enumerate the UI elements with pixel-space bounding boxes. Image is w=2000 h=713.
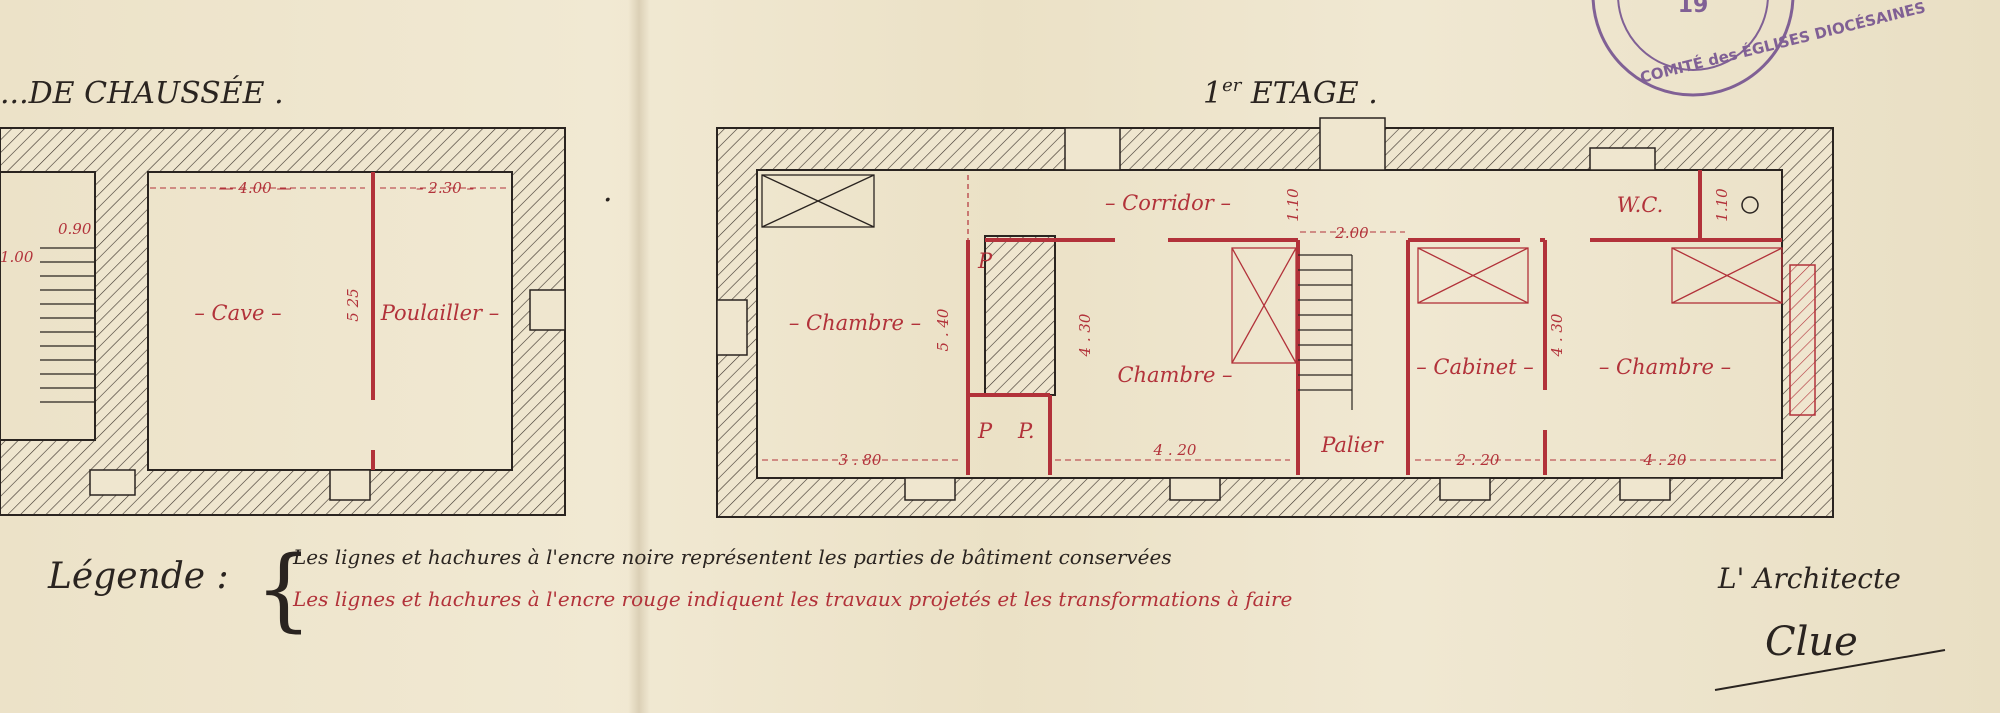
dim-110a: 1.10 [1284, 188, 1302, 222]
room-chambre-mid-label: Chambre – [1117, 363, 1232, 387]
first-window-top-2 [1319, 117, 1386, 171]
ground-dim-width-2: – 2.30 – [416, 179, 474, 197]
ground-staircase [40, 247, 96, 420]
legend-line-black: Les lignes et hachures à l'encre noire r… [292, 545, 1172, 569]
room-wc-label: W.C. [1617, 193, 1664, 217]
wc-fixture [1741, 196, 1759, 214]
dim-430a: 4 . 30 [1076, 313, 1094, 357]
legend-line-red: Les lignes et hachures à l'encre rouge i… [292, 587, 1292, 611]
cupboard-cabinet [1417, 247, 1529, 304]
dim-380: 3 . 80 [839, 451, 882, 469]
legend-brace: { [255, 537, 312, 642]
dim-220: 2 . 20 [1456, 451, 1500, 469]
ground-floor-walls [0, 127, 566, 516]
cupboard-right [1671, 247, 1783, 304]
dim-430b: 4 . 30 [1548, 313, 1566, 357]
room-cabinet-label: – Cabinet – [1416, 355, 1534, 379]
room-p1-label: P [977, 249, 993, 273]
ground-dim-stair-2: 1.00 [0, 248, 34, 266]
first-floor-walls [716, 127, 1834, 518]
signature-name: Clue [1765, 619, 1858, 665]
dot-mark: · [603, 183, 613, 218]
dim-110b: 1.10 [1713, 188, 1731, 222]
first-window-top-1 [1064, 127, 1121, 171]
room-poulailler-label: Poulailler – [380, 301, 499, 325]
dim-540: 5 . 40 [934, 308, 952, 351]
first-floor-title: 1er ETAGE . [1203, 75, 1378, 111]
architect-signature: L' Architecte Clue [1714, 562, 1946, 691]
red-partitions [966, 170, 1782, 475]
room-cave-label: – Cave – [194, 301, 281, 325]
committee-stamp: 19 COMITÉ des ÉGLISES DIOCÉSAINES [1591, 0, 1927, 97]
ground-window-bottom-2 [329, 469, 371, 501]
room-p2-label: P [977, 419, 993, 443]
ground-window-bottom-1 [89, 469, 136, 496]
dim-420a: 4 . 20 [1153, 441, 1197, 459]
ground-dim-width-1: — 4.00 — [219, 179, 292, 197]
first-window-top-3 [1589, 147, 1656, 171]
legend-label: Légende : [47, 556, 229, 597]
cupboard-left [761, 174, 875, 228]
chimney-block-right [1789, 264, 1816, 416]
room-chambre-right-label: – Chambre – [1599, 355, 1731, 379]
cupboard-mid [1231, 247, 1297, 364]
dim-200: 2.00 [1334, 224, 1369, 242]
chimney-block-left [984, 235, 1056, 396]
signature-title: L' Architecte [1717, 562, 1901, 595]
legend: Légende : { Les lignes et hachures à l'e… [47, 537, 1292, 642]
room-palier-label: Palier [1320, 433, 1385, 457]
room-chambre-left-label: – Chambre – [789, 311, 921, 335]
first-floor-plan: 3 . 80 5 . 40 4 . 30 4 . 20 1.10 2.00 4 … [716, 117, 1834, 518]
first-staircase [1298, 254, 1353, 410]
ground-floor-title: ...DE CHAUSSÉE . [0, 75, 284, 111]
ground-floor-plan: — 4.00 — – 2.30 – 5 25 0.90 1.00 – Cave … [0, 127, 566, 516]
dim-420b: 4 . 20 [1643, 451, 1687, 469]
room-p3-label: P. [1017, 419, 1035, 443]
ground-dim-height: 5 25 [344, 288, 362, 321]
stamp-number: 19 [1678, 0, 1709, 18]
room-corridor-label: – Corridor – [1105, 191, 1231, 215]
paper-fold [628, 0, 650, 713]
ground-dim-stair-1: 0.90 [58, 220, 92, 238]
ground-window-right [529, 289, 566, 331]
